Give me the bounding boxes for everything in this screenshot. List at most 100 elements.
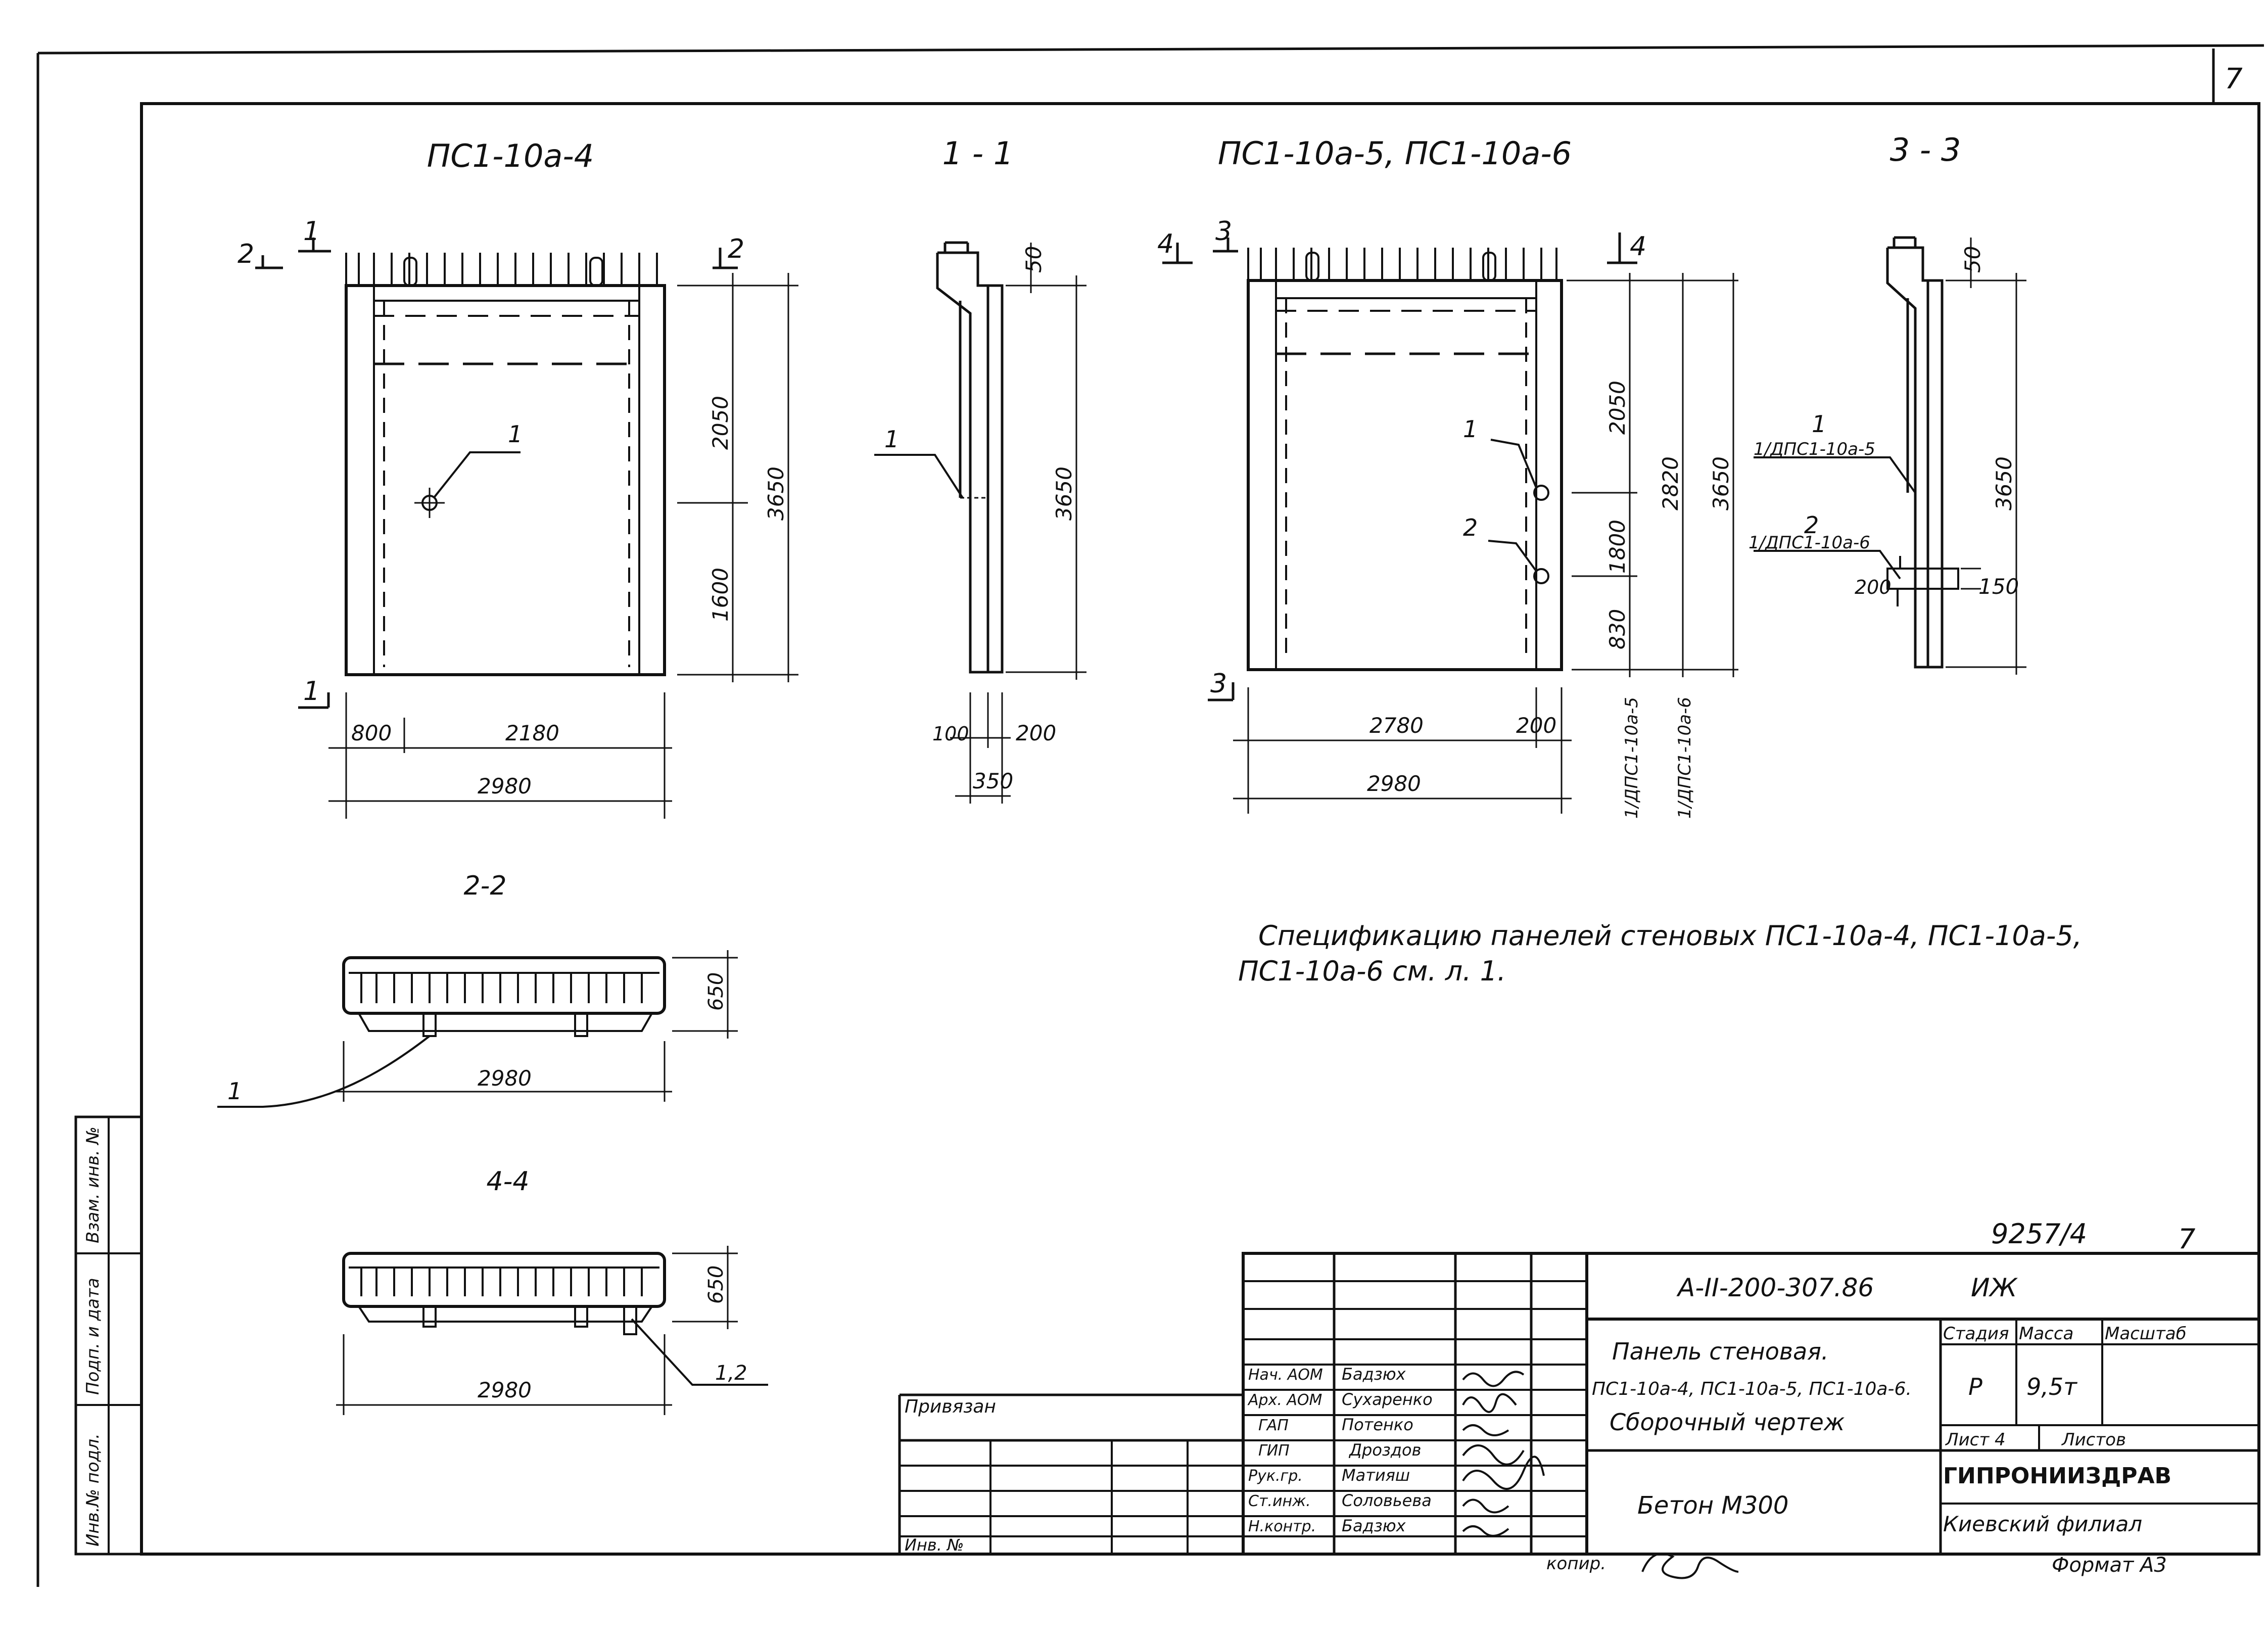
material: Бетон М300 xyxy=(1637,1491,1788,1520)
doc-code-top-sheet: 7 xyxy=(2178,1223,2195,1255)
callout-ps56-2: 2 xyxy=(1463,514,1478,541)
stage-header: Стадия xyxy=(1943,1324,2009,1344)
role-3: ГИП xyxy=(1258,1442,1290,1460)
title-block xyxy=(898,1252,2260,1556)
mass-value: 9,5т xyxy=(2026,1373,2077,1400)
role-0: Нач. АОМ xyxy=(1248,1366,1323,1384)
dims-section-4-4 xyxy=(336,1246,738,1415)
title-ps4: ПС1-10а-4 xyxy=(427,137,594,174)
mark-2-left: 2 xyxy=(238,239,254,269)
title-ps5-ps6: ПС1-10а-5, ПС1-10а-6 xyxy=(1218,135,1572,172)
name-6: Бадзюх xyxy=(1342,1516,1406,1535)
ref-dps5: 1/ДПС1-10а-5 xyxy=(1754,439,1875,459)
side-stamp-inv: Инв.№ подл. xyxy=(83,1433,103,1546)
callout-33-1: 1 xyxy=(1812,410,1826,438)
dim-2050-ps56: 2050 xyxy=(1605,381,1630,435)
section-2-2-plan xyxy=(217,956,666,1108)
mark-1-top: 1 xyxy=(303,216,320,247)
callout-11-1: 1 xyxy=(884,426,899,453)
dims-section-2-2 xyxy=(336,950,738,1102)
dim-150: 150 xyxy=(1978,574,2019,599)
name-1: Сухаренко xyxy=(1342,1390,1433,1409)
title-section-3-3: 3 - 3 xyxy=(1890,131,1961,168)
dim-650-22: 650 xyxy=(704,972,728,1011)
role-6: Н.контр. xyxy=(1248,1518,1316,1535)
dim-3650-ps56: 3650 xyxy=(1709,456,1733,510)
dim-800: 800 xyxy=(351,721,392,745)
name-3: Дроздов xyxy=(1348,1440,1421,1460)
org-branch: Киевский филиал xyxy=(1943,1512,2142,1536)
doc-code-top: 9257/4 xyxy=(1991,1218,2087,1250)
note-line-2: ПС1-10а-6 см. л. 1. xyxy=(1238,955,1506,987)
doc-code: А-II-200-307.86 xyxy=(1676,1273,1874,1302)
signature-roles: Нач. АОМ Арх. АОМ ГАП ГИП Рук.гр. Ст.инж… xyxy=(1247,1365,1433,1535)
dim-2980-ps4: 2980 xyxy=(478,774,532,799)
name-5: Соловьева xyxy=(1342,1491,1432,1510)
ref-dps6: 1/ДПС1-10а-6 xyxy=(1749,533,1870,553)
mark-3-bottom: 3 xyxy=(1210,669,1227,699)
section-3-3-profile xyxy=(1754,236,1959,669)
dim-2050-ps4: 2050 xyxy=(708,396,733,450)
dim-100: 100 xyxy=(932,723,969,745)
privyazan: Привязан xyxy=(905,1396,996,1417)
mark-3-top: 3 xyxy=(1215,216,1232,247)
doc-code-suffix: ИЖ xyxy=(1971,1273,2018,1302)
mark-4-right: 4 xyxy=(1630,231,1646,262)
dim-2980-44: 2980 xyxy=(478,1378,532,1402)
mark-1-bottom: 1 xyxy=(303,676,320,707)
mark-4-left: 4 xyxy=(1157,229,1174,259)
kopir-signature xyxy=(1641,1553,1739,1579)
format-label: Формат А3 xyxy=(2052,1554,2167,1577)
dim-2820: 2820 xyxy=(1658,456,1683,510)
dim-2980-ps56: 2980 xyxy=(1367,771,1421,796)
stage-value: Р xyxy=(1968,1373,1982,1400)
kopir-label: копир. xyxy=(1546,1554,1606,1574)
dims-section-3-3 xyxy=(1946,238,2026,675)
dims-ps4 xyxy=(328,273,798,819)
inv-number: Инв. № xyxy=(905,1535,964,1555)
dim-200-11: 200 xyxy=(1016,721,1056,745)
dim-1800: 1800 xyxy=(1605,520,1630,574)
dim-3650-ps4: 3650 xyxy=(764,466,788,521)
name-0: Бадзюх xyxy=(1342,1365,1406,1384)
callout-44-12: 1,2 xyxy=(715,1362,747,1385)
mark-2-right: 2 xyxy=(728,234,744,264)
scale-header: Масштаб xyxy=(2105,1324,2187,1344)
side-stamp: Инв.№ подл. Подп. и дата Взам. инв. № xyxy=(74,1115,143,1556)
panel-ps4-elevation xyxy=(345,253,666,676)
sheets-header: Листов xyxy=(2061,1430,2126,1450)
title-name-1: Панель стеновая. xyxy=(1612,1338,1829,1365)
title-section-1-1: 1 - 1 xyxy=(942,135,1014,172)
title-name-3: Сборочный чертеж xyxy=(1610,1409,1845,1436)
title-section-4-4: 4-4 xyxy=(487,1166,530,1197)
sheet-header: Лист 4 xyxy=(1945,1430,2006,1450)
title-name-2: ПС1-10а-4, ПС1-10а-5, ПС1-10а-6. xyxy=(1592,1379,1912,1399)
title-section-2-2: 2-2 xyxy=(464,871,507,901)
dim-3650-33: 3650 xyxy=(1992,456,2016,510)
dim-830: 830 xyxy=(1605,609,1630,649)
name-2: Потенко xyxy=(1342,1415,1413,1434)
section-1-1-profile xyxy=(874,241,1004,674)
page-number: 7 xyxy=(2225,63,2243,96)
name-4: Матияш xyxy=(1342,1466,1410,1485)
side-stamp-replace: Взам. инв. № xyxy=(83,1127,103,1243)
side-stamp-sign: Подп. и дата xyxy=(83,1278,103,1395)
dim-2980-22: 2980 xyxy=(478,1066,532,1091)
dim-200-33: 200 xyxy=(1855,576,1892,598)
outer-frame xyxy=(36,44,2264,1587)
section-marks-ps4 xyxy=(255,238,738,709)
callout-ps4-1: 1 xyxy=(508,420,523,448)
dim-200-ps56: 200 xyxy=(1516,713,1556,738)
section-4-4-plan xyxy=(342,1252,768,1386)
dims-section-1-1 xyxy=(950,243,1086,804)
role-1: Арх. АОМ xyxy=(1247,1391,1322,1409)
dim-2780: 2780 xyxy=(1369,713,1424,738)
callout-ps56-1: 1 xyxy=(1463,415,1478,443)
dim-1600-ps4: 1600 xyxy=(708,568,733,622)
ref-dps5-vertical: 1/ДПС1-10а-5 xyxy=(1622,697,1642,819)
dim-650-44: 650 xyxy=(704,1265,728,1304)
dims-ps56 xyxy=(1233,273,1738,814)
dim-350: 350 xyxy=(973,769,1013,793)
panel-ps56-elevation xyxy=(1247,248,1563,671)
